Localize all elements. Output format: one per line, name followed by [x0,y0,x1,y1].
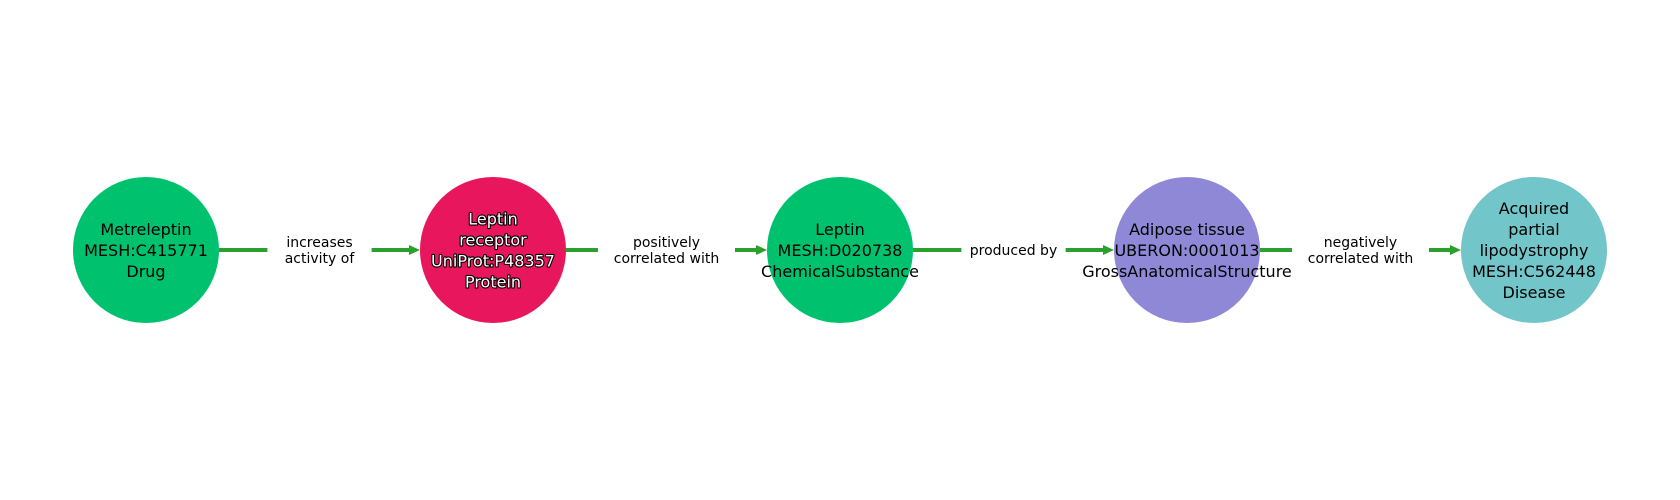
edge-leptin-to-adipose-tissue: produced by [913,239,1114,261]
node-label: Metreleptin [100,220,191,239]
node-label: Drug [126,262,165,281]
arrowhead [756,245,767,255]
node-label: Leptin [468,210,518,229]
node-label: MESH:C562448 [1472,262,1596,281]
arrowhead [1103,245,1114,255]
node-circle [1461,177,1607,323]
node-acquired-partial-lipodystrophy: Acquired partial lipodystrophyMESH:C562448… [1461,177,1607,323]
node-label: receptor [459,231,527,250]
edge-label: increases [286,235,352,251]
edge-label: negatively [1324,235,1397,251]
edge-label-background [598,231,735,269]
node-label: Adipose tissue [1129,220,1245,239]
node-label: MESH:C415771 [84,241,208,260]
node-label: MESH:D020738 [778,241,903,260]
node-label: UniProt:P48357 [431,252,555,271]
node-label: Leptin [815,220,865,239]
node-circle [420,177,566,323]
node-circle [73,177,219,323]
node-label: UBERON:0001013 [1114,241,1259,260]
edge-label: activity of [285,251,356,267]
edge-label-background [1292,231,1429,269]
node-label: lipodystrophy [1480,241,1589,260]
node-circle [767,177,913,323]
edge-label-background [267,231,372,269]
node-label: Protein [465,273,521,292]
node-adipose-tissue: Adipose tissueUBERON:0001013GrossAnatomi… [1082,177,1292,323]
node-label: partial [1508,220,1560,239]
arrowhead [409,245,420,255]
node-label: ChemicalSubstance [761,262,919,281]
edge-label: correlated with [614,251,719,267]
node-label: GrossAnatomicalStructure [1082,262,1292,281]
arrowhead [1450,245,1461,255]
edge-label: produced by [970,243,1057,259]
node-label: Acquired [1499,199,1569,218]
node-circle [1114,177,1260,323]
edge-label: positively [633,235,700,251]
edge-label: correlated with [1308,251,1413,267]
node-label: Disease [1503,283,1566,302]
edge-label-background [961,239,1066,261]
